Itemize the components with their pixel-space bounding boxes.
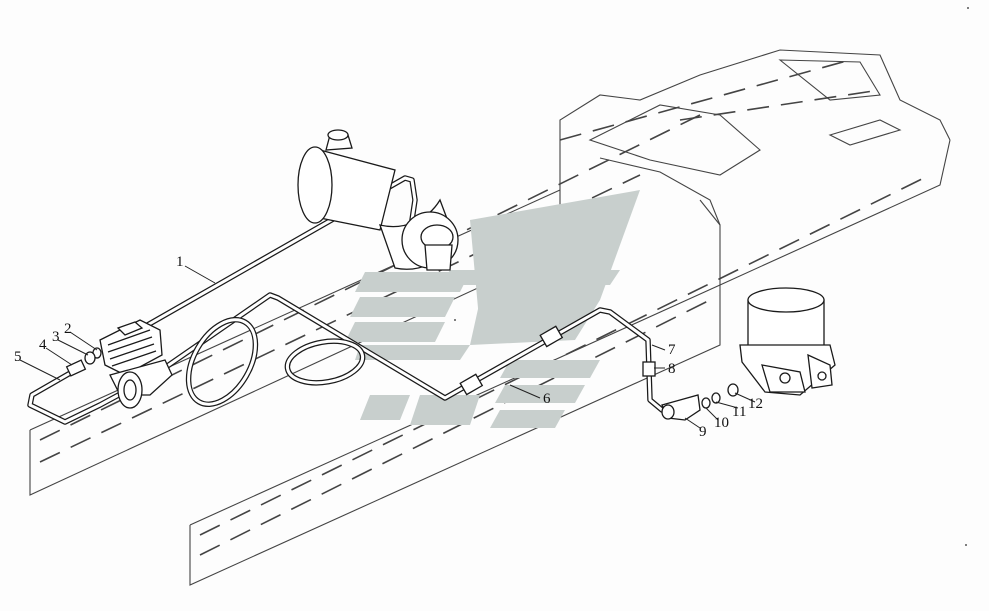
air-compressor: [99, 319, 173, 409]
leader-lines: [19, 265, 756, 429]
air-dryer: [739, 287, 836, 396]
watermark-logo: [345, 190, 640, 428]
callout-11: 11: [732, 404, 746, 420]
pipe-coils: [185, 317, 366, 407]
callout-9: 9: [699, 424, 707, 440]
compressor-fittings: [65, 347, 102, 377]
callout-1: 1: [176, 254, 184, 270]
callout-8: 8: [668, 361, 676, 377]
callout-2: 2: [64, 321, 72, 337]
stray-marks: [454, 7, 969, 546]
air-filter: [297, 129, 459, 271]
callout-5: 5: [14, 349, 22, 365]
callout-4: 4: [39, 337, 47, 353]
callout-3: 3: [52, 329, 60, 345]
callout-12: 12: [748, 396, 763, 412]
pipe-unions: [459, 325, 656, 396]
callout-6: 6: [543, 391, 551, 407]
callout-10: 10: [714, 415, 729, 431]
pipe-6: [147, 292, 665, 413]
callout-7: 7: [668, 342, 676, 358]
callout-labels: 1 2 3 4 5 6 7 8 9 10 11 12: [14, 254, 763, 440]
pipe-5: [27, 369, 153, 425]
